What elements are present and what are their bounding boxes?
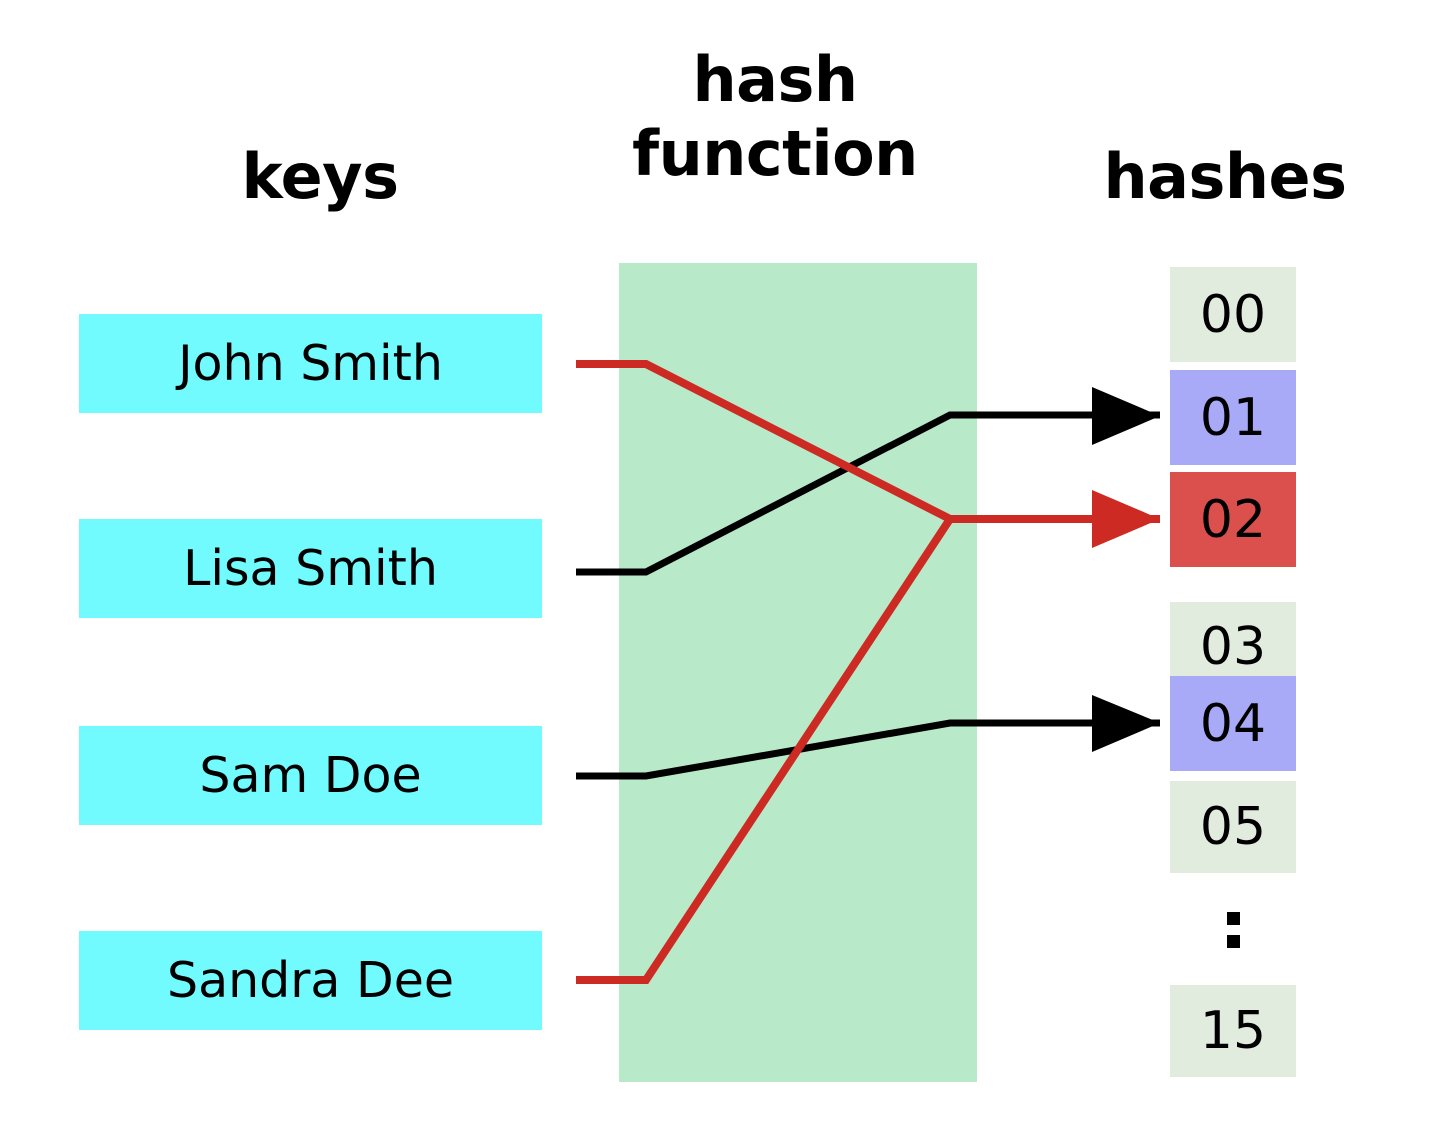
vertical-ellipsis-icon [1170, 900, 1296, 960]
ellipsis-dot [1226, 912, 1240, 925]
hash-cell-04[interactable]: 04 [1170, 676, 1296, 771]
hash-cell-label: 15 [1199, 1001, 1267, 1061]
key-box-lisa-smith[interactable]: Lisa Smith [79, 519, 542, 618]
key-box-sandra-dee[interactable]: Sandra Dee [79, 931, 542, 1030]
hash-function-band [619, 263, 977, 1082]
arrowhead-to-04-icon [1092, 695, 1160, 752]
key-label: Sandra Dee [166, 951, 455, 1009]
hash-cell-label: 02 [1199, 489, 1267, 550]
key-box-john-smith[interactable]: John Smith [79, 314, 542, 413]
arrowhead-to-01-icon [1092, 387, 1160, 445]
hash-cell-01[interactable]: 01 [1170, 370, 1296, 465]
key-label: Sam Doe [199, 746, 422, 804]
key-label: John Smith [178, 334, 443, 392]
hash-cell-label: 05 [1199, 797, 1267, 857]
arrowhead-to-02-icon [1092, 490, 1160, 548]
ellipsis-dot [1226, 935, 1240, 948]
hash-cell-05[interactable]: 05 [1170, 781, 1296, 873]
column-heading-hash-function: hash function [632, 43, 918, 190]
key-box-sam-doe[interactable]: Sam Doe [79, 726, 542, 825]
column-heading-hashes: hashes [1103, 140, 1347, 213]
hash-cell-00[interactable]: 00 [1170, 267, 1296, 362]
hash-cell-label: 01 [1199, 387, 1267, 448]
hash-cell-label: 00 [1199, 284, 1267, 345]
column-heading-keys: keys [241, 140, 399, 213]
hash-cell-label: 03 [1199, 617, 1267, 677]
hash-cell-15[interactable]: 15 [1170, 985, 1296, 1077]
hash-cell-label: 04 [1199, 693, 1267, 754]
key-label: Lisa Smith [183, 539, 438, 597]
hash-cell-02[interactable]: 02 [1170, 472, 1296, 567]
